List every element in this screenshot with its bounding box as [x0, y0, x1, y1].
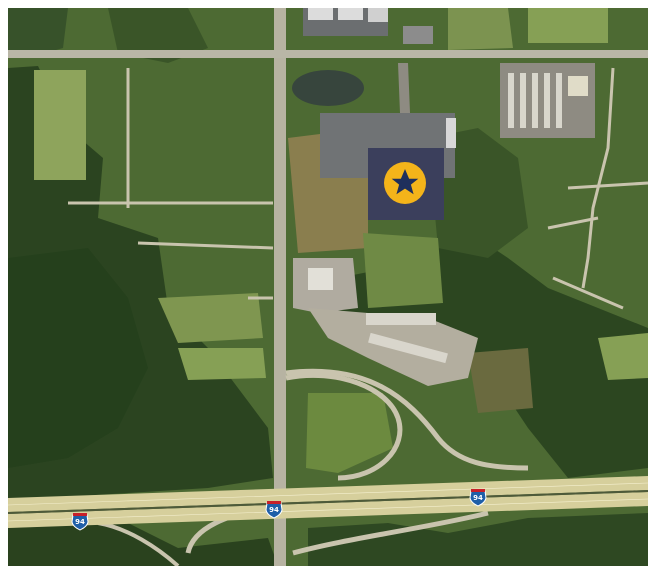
shield-label: 94	[473, 494, 483, 502]
interchange-ramp	[285, 372, 403, 481]
shield-label: 94	[75, 518, 85, 526]
interchange-ramp-se	[292, 510, 489, 556]
storage-facility	[500, 63, 595, 138]
north-south-road	[274, 8, 286, 566]
east-west-road	[8, 50, 648, 58]
shield-label: 94	[269, 506, 279, 514]
open-fields	[34, 8, 648, 473]
pond	[292, 70, 364, 106]
interstate-shield: 94	[71, 513, 89, 531]
star-icon	[391, 169, 419, 195]
interstate-shield: 94	[265, 501, 283, 519]
commercial-buildings	[303, 8, 433, 44]
service-area	[293, 258, 478, 386]
satellite-map: 94 94 94	[8, 8, 648, 566]
ramp-west	[97, 521, 180, 566]
warehouse-site	[320, 63, 456, 220]
location-marker[interactable]	[384, 162, 426, 204]
interstate-shield: 94	[469, 489, 487, 507]
interchange-ramp-east	[285, 368, 529, 471]
interstate-highway	[8, 476, 648, 528]
